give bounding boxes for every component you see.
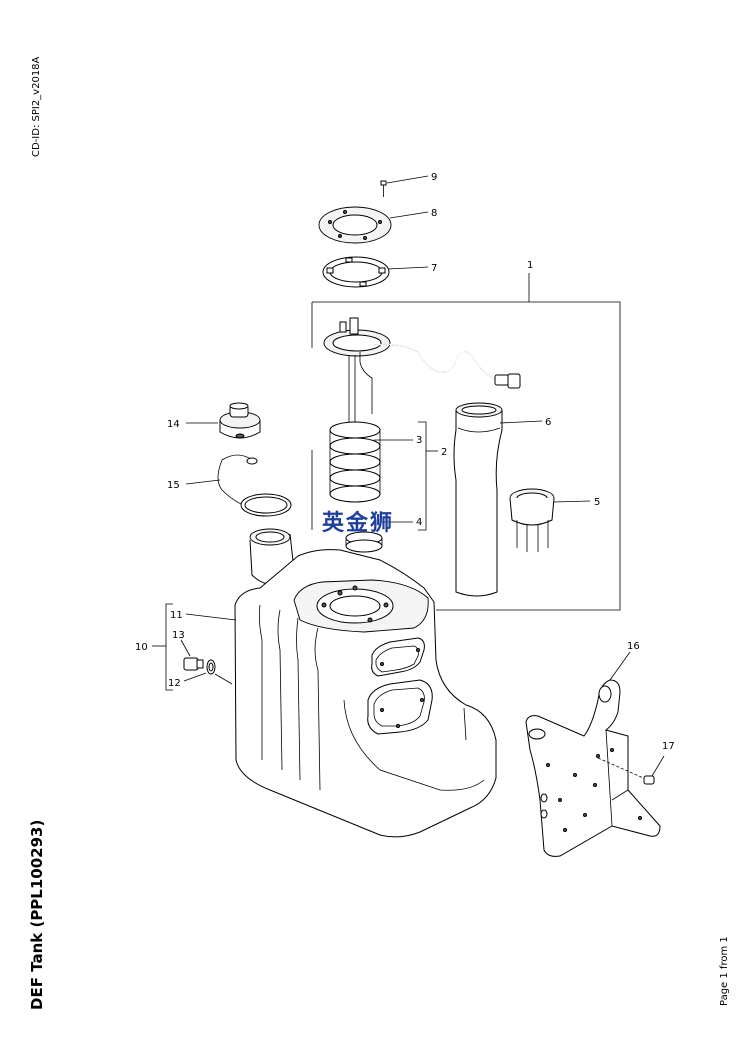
callout-1: 1 [527, 260, 533, 271]
part-drain-seal [183, 659, 233, 685]
part-filler-cap [186, 402, 261, 439]
watermark-logo: 英金狮 [322, 511, 395, 536]
callout-17: 17 [662, 741, 675, 752]
part-locking-ring [322, 256, 429, 288]
callout-9: 9 [431, 172, 437, 183]
callout-8: 8 [431, 208, 437, 219]
callout-16: 16 [627, 641, 640, 652]
callout-5: 5 [594, 497, 600, 508]
callout-3: 3 [416, 435, 422, 446]
part-strainer [509, 488, 591, 552]
callout-11: 11 [170, 610, 183, 621]
part-filter [345, 521, 413, 553]
callout-labels: 1 2 3 4 5 6 7 8 9 10 11 12 13 14 15 16 1… [135, 172, 675, 752]
part-def-tank [185, 528, 497, 838]
callout-7: 7 [431, 263, 437, 274]
part-screw [380, 175, 429, 197]
callout-13: 13 [172, 630, 185, 641]
callout-14: 14 [167, 419, 180, 430]
part-mounting-bracket [525, 651, 661, 857]
part-gasket-ring [318, 206, 429, 244]
part-sender-unit [323, 317, 521, 430]
callout-6: 6 [545, 417, 551, 428]
part-tether [185, 454, 292, 517]
callout-2: 2 [441, 447, 447, 458]
assembly-box [311, 273, 621, 611]
callout-15: 15 [167, 480, 180, 491]
callout-bracket-2 [418, 421, 438, 531]
callout-bracket-10 [152, 603, 173, 691]
callout-12: 12 [168, 678, 181, 689]
callout-10: 10 [135, 642, 148, 653]
part-heater-coil [329, 421, 413, 503]
part-drain-plug [180, 639, 204, 671]
part-sleeve [453, 402, 543, 597]
part-bolt [597, 755, 665, 785]
callout-4: 4 [416, 517, 422, 528]
